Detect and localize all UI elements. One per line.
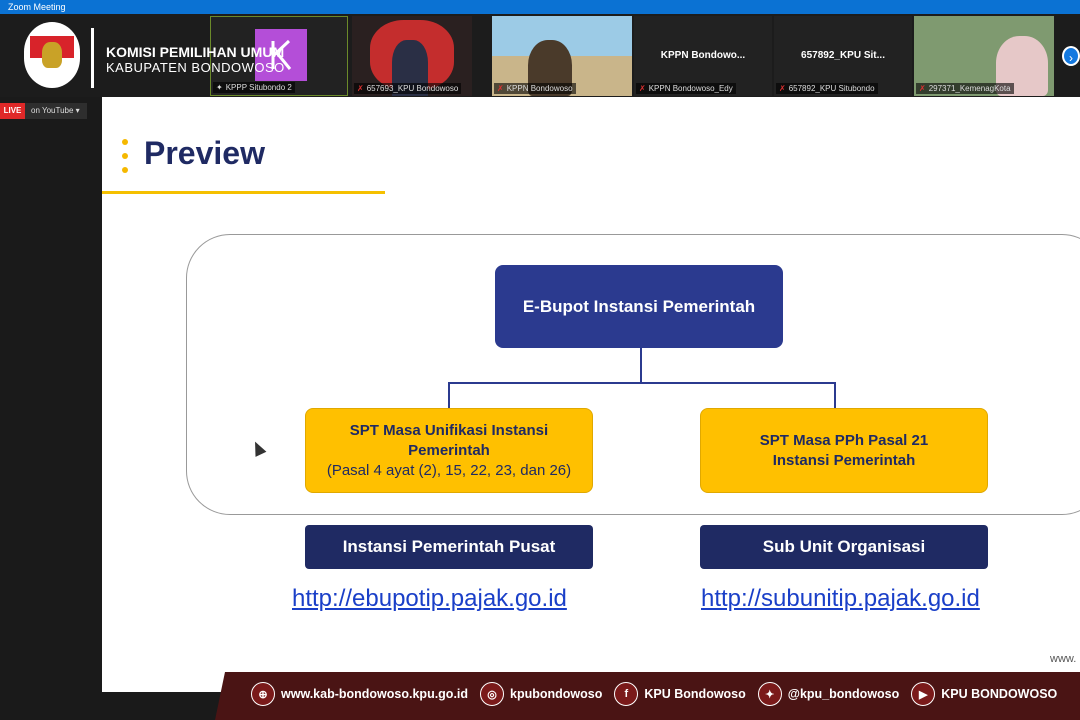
pin-icon: ✦	[216, 83, 223, 92]
participant-tile[interactable]: ✗297371_KemenagKota	[914, 16, 1054, 96]
participant-tile[interactable]: ✦KPPP Situbondo 2	[210, 16, 348, 96]
muted-mic-icon: ✗	[779, 84, 786, 93]
connector	[448, 382, 836, 384]
stream-platform-dropdown[interactable]: on YouTube ▾	[25, 103, 87, 119]
youtube-icon: ▶	[911, 682, 936, 706]
footer-banner: ⊕www.kab-bondowoso.kpu.go.id ◎kpubondowo…	[215, 672, 1080, 720]
subunit-label: Sub Unit Organisasi	[700, 525, 988, 569]
participant-tile[interactable]: 657892_KPU Sit... ✗657892_KPU Situbondo	[774, 16, 912, 96]
next-participants-button[interactable]: ›	[1062, 46, 1080, 66]
corner-text: www.	[1050, 653, 1077, 665]
shared-slide: Preview E-Bupot Instansi Pemerintah SPT …	[102, 97, 1080, 692]
subunitip-link[interactable]: http://subunitip.pajak.go.id	[701, 585, 980, 612]
org-region: KABUPATEN BONDOWOSO	[106, 60, 285, 75]
pusat-label: Instansi Pemerintah Pusat	[305, 525, 593, 569]
twitter-icon: ✦	[757, 682, 782, 706]
org-name: KOMISI PEMILIHAN UMUM	[106, 44, 285, 60]
ebupot-box: E-Bupot Instansi Pemerintah	[495, 265, 783, 348]
avatar	[255, 29, 307, 81]
connector	[448, 382, 450, 408]
ebupotip-link[interactable]: http://ebupotip.pajak.go.id	[292, 585, 567, 612]
spt-unifikasi-box: SPT Masa Unifikasi Instansi Pemerintah (…	[305, 408, 593, 493]
slide-title: Preview	[144, 135, 265, 171]
connector	[834, 382, 836, 408]
muted-mic-icon: ✗	[497, 84, 504, 93]
participant-tile[interactable]: KPPN Bondowo... ✗KPPN Bondowoso_Edy	[634, 16, 772, 96]
facebook-icon: f	[614, 682, 639, 706]
muted-mic-icon: ✗	[357, 84, 364, 93]
muted-mic-icon: ✗	[919, 84, 926, 93]
muted-mic-icon: ✗	[639, 84, 646, 93]
connector	[640, 348, 642, 383]
title-underline	[102, 191, 385, 194]
avatar-letter-icon	[271, 39, 292, 70]
live-badge: LIVE	[0, 103, 25, 119]
globe-icon: ⊕	[251, 682, 275, 706]
window-title: Zoom Meeting	[0, 0, 1080, 14]
participant-tile[interactable]: ✗KPPN Bondowoso	[492, 16, 632, 96]
spt-pph21-box: SPT Masa PPh Pasal 21 Instansi Pemerinta…	[700, 408, 988, 493]
instagram-icon: ◎	[480, 682, 505, 706]
participant-tile[interactable]: ✗657693_KPU Bondowoso	[352, 16, 472, 96]
diagram-frame	[186, 234, 1080, 515]
bullet-dots-icon	[122, 139, 128, 181]
kpu-logo	[24, 22, 80, 88]
divider	[91, 28, 94, 88]
